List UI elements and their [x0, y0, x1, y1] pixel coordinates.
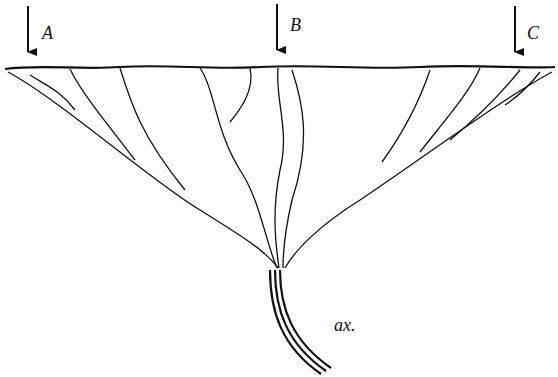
nerve-branches — [8, 68, 552, 268]
stimulus-label: B — [290, 16, 301, 34]
stimulus-label: A — [42, 24, 53, 42]
axon-label: ax. — [334, 316, 356, 334]
skin-surface — [5, 66, 555, 69]
axon-bundle — [270, 270, 331, 374]
stimulus-arrows — [28, 4, 515, 52]
stimulus-label: C — [527, 24, 539, 42]
